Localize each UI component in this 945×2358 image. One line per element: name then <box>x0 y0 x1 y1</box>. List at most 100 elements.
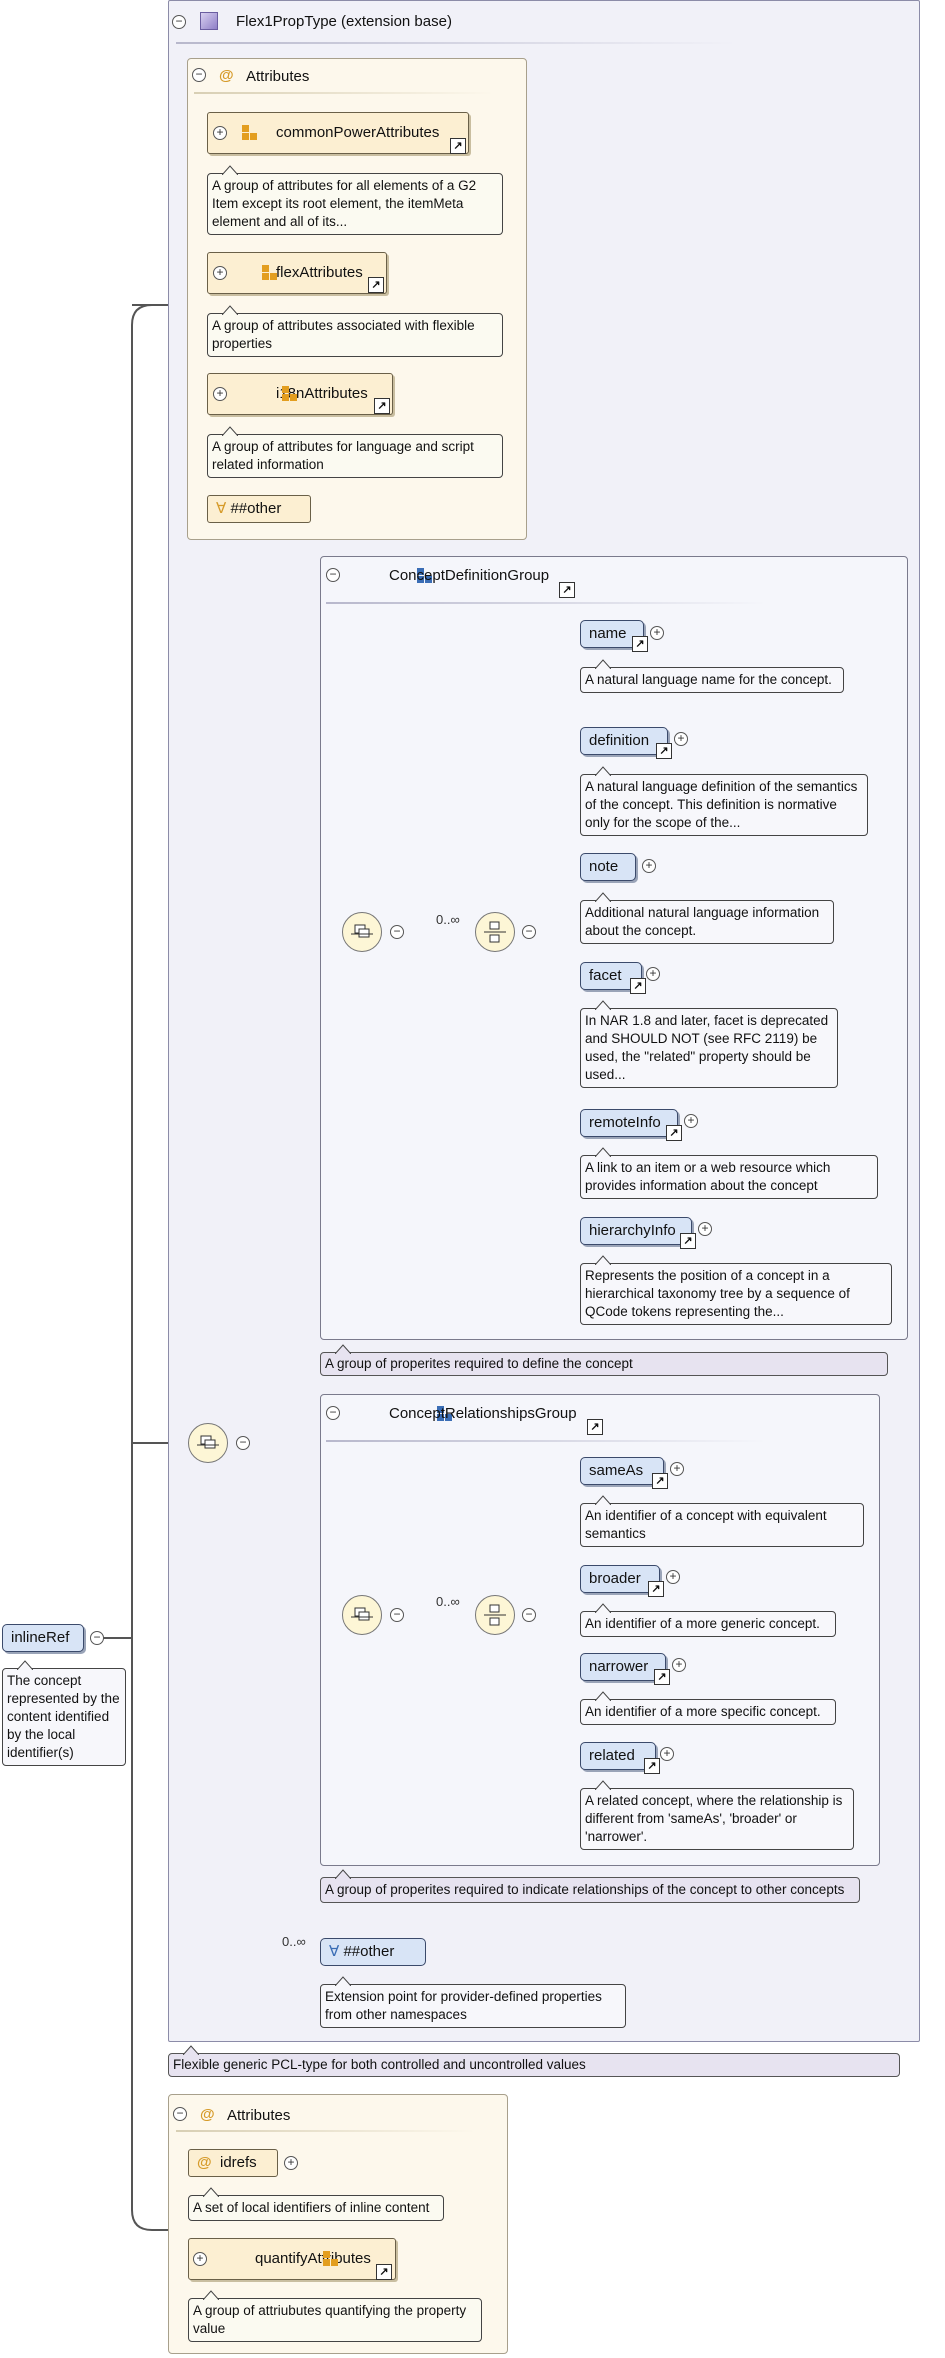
choice-icon <box>484 921 506 943</box>
collapse-icon[interactable]: − <box>326 568 340 582</box>
doc-text: A set of local identifiers of inline con… <box>193 2200 430 2215</box>
doc-text: Additional natural language information … <box>585 905 820 938</box>
group-name: i18nAttributes <box>276 385 368 402</box>
link-arrow-icon[interactable]: ↗ <box>652 1473 668 1489</box>
doc-text: A group of attributes for language and s… <box>212 439 474 472</box>
collapse-icon[interactable]: − <box>390 925 404 939</box>
element-label: remoteInfo <box>589 1114 661 1131</box>
collapse-icon[interactable]: − <box>326 1406 340 1420</box>
attribute-group-icon <box>322 2251 339 2267</box>
element-label: related <box>589 1747 635 1764</box>
collapse-icon[interactable]: − <box>172 15 186 29</box>
link-arrow-icon[interactable]: ↗ <box>632 636 648 652</box>
attribute-icon: @ <box>219 67 234 84</box>
element-doc: A natural language name for the concept. <box>580 659 844 693</box>
attribute-group-i18nattributes[interactable]: i18nAttributes <box>207 373 393 415</box>
expand-icon[interactable]: + <box>284 2156 298 2170</box>
attribute-idrefs[interactable]: @ idrefs <box>188 2149 278 2177</box>
element-remoteinfo-node[interactable]: remoteInfo <box>580 1109 678 1137</box>
expand-icon[interactable]: + <box>670 1462 684 1476</box>
element-name: inlineRef <box>11 1629 70 1646</box>
group-title: ConceptRelationshipsGroup <box>389 1405 577 1422</box>
link-arrow-icon[interactable]: ↗ <box>368 277 384 293</box>
expand-icon[interactable]: + <box>646 967 660 981</box>
link-arrow-icon[interactable]: ↗ <box>559 582 575 598</box>
doc-text: Represents the position of a concept in … <box>585 1268 850 1319</box>
doc-text: A natural language definition of the sem… <box>585 779 858 830</box>
collapse-icon[interactable]: − <box>522 1608 536 1622</box>
link-arrow-icon[interactable]: ↗ <box>644 1758 660 1774</box>
link-arrow-icon[interactable]: ↗ <box>656 743 672 759</box>
collapse-icon[interactable]: − <box>192 68 206 82</box>
element-hierarchyinfo-node[interactable]: hierarchyInfo <box>580 1217 692 1245</box>
callout-tip-icon <box>595 1495 611 1505</box>
header-divider <box>326 602 766 604</box>
link-arrow-icon[interactable]: ↗ <box>376 2264 392 2280</box>
expand-icon[interactable]: + <box>213 266 227 280</box>
link-arrow-icon[interactable]: ↗ <box>450 138 466 154</box>
expand-icon[interactable]: + <box>660 1747 674 1761</box>
element-sameas-node[interactable]: sameAs <box>580 1457 664 1485</box>
expand-icon[interactable]: + <box>193 2252 207 2266</box>
sequence-compositor-icon <box>188 1423 228 1463</box>
callout-tip-icon <box>335 1869 351 1879</box>
expand-icon[interactable]: + <box>213 387 227 401</box>
any-attribute-other[interactable]: ∀ ##other <box>207 495 311 523</box>
element-label: facet <box>589 967 622 984</box>
doc-text: Flexible generic PCL-type for both contr… <box>173 2057 586 2072</box>
element-doc: Additional natural language information … <box>580 892 834 944</box>
link-arrow-icon[interactable]: ↗ <box>666 1125 682 1141</box>
callout-tip-icon <box>17 1660 33 1670</box>
link-arrow-icon[interactable]: ↗ <box>374 398 390 414</box>
group-name: commonPowerAttributes <box>276 124 440 141</box>
element-doc: An identifier of a more generic concept. <box>580 1603 836 1637</box>
expand-icon[interactable]: + <box>213 126 227 140</box>
element-note-node[interactable]: note <box>580 853 636 881</box>
sequence-icon <box>351 924 373 938</box>
collapse-icon[interactable]: − <box>173 2107 187 2121</box>
element-broader-node[interactable]: broader <box>580 1565 660 1593</box>
link-arrow-icon[interactable]: ↗ <box>654 1669 670 1685</box>
cardinality-label: 0..∞ <box>436 912 460 927</box>
element-related-node[interactable]: related <box>580 1742 656 1770</box>
attribute-group-icon <box>282 386 298 402</box>
cardinality-label: 0..∞ <box>282 1934 306 1949</box>
callout-tip-icon <box>222 305 238 315</box>
expand-icon[interactable]: + <box>672 1658 686 1672</box>
doc-text: In NAR 1.8 and later, facet is deprecate… <box>585 1013 829 1082</box>
any-element-other[interactable]: ∀ ##other <box>320 1938 426 1966</box>
callout-tip-icon <box>595 1255 611 1265</box>
expand-icon[interactable]: + <box>698 1222 712 1236</box>
element-narrower-node[interactable]: narrower <box>580 1653 666 1681</box>
collapse-icon[interactable]: − <box>522 925 536 939</box>
callout-tip-icon <box>595 1147 611 1157</box>
expand-icon[interactable]: + <box>650 626 664 640</box>
link-arrow-icon[interactable]: ↗ <box>630 978 646 994</box>
sequence-compositor-icon <box>342 912 382 952</box>
doc-text: An identifier of a more specific concept… <box>585 1704 821 1719</box>
element-doc: An identifier of a concept with equivale… <box>580 1495 864 1547</box>
complex-type-icon <box>200 12 218 30</box>
choice-compositor-icon <box>475 912 515 952</box>
collapse-icon[interactable]: − <box>90 1631 104 1645</box>
doc-text: A group of attributes associated with fl… <box>212 318 475 351</box>
link-arrow-icon[interactable]: ↗ <box>587 1419 603 1435</box>
element-definition-node[interactable]: definition <box>580 727 668 755</box>
expand-icon[interactable]: + <box>642 859 656 873</box>
collapse-icon[interactable]: − <box>236 1436 250 1450</box>
attribute-group-quantifyattributes[interactable]: quantifyAttributes <box>188 2238 396 2280</box>
link-arrow-icon[interactable]: ↗ <box>648 1581 664 1597</box>
link-arrow-icon[interactable]: ↗ <box>680 1233 696 1249</box>
callout-tip-icon <box>595 766 611 776</box>
callout-tip-icon <box>595 659 611 669</box>
doc-text: A link to an item or a web resource whic… <box>585 1160 831 1193</box>
expand-icon[interactable]: + <box>674 732 688 746</box>
group-name: flexAttributes <box>276 264 363 281</box>
attributes-title: Attributes <box>246 68 310 85</box>
attribute-group-flexattributes[interactable]: flexAttributes <box>207 252 387 294</box>
sequence-icon <box>197 1435 219 1449</box>
collapse-icon[interactable]: − <box>390 1608 404 1622</box>
inlineref-element[interactable]: inlineRef <box>2 1624 84 1652</box>
expand-icon[interactable]: + <box>684 1114 698 1128</box>
expand-icon[interactable]: + <box>666 1570 680 1584</box>
